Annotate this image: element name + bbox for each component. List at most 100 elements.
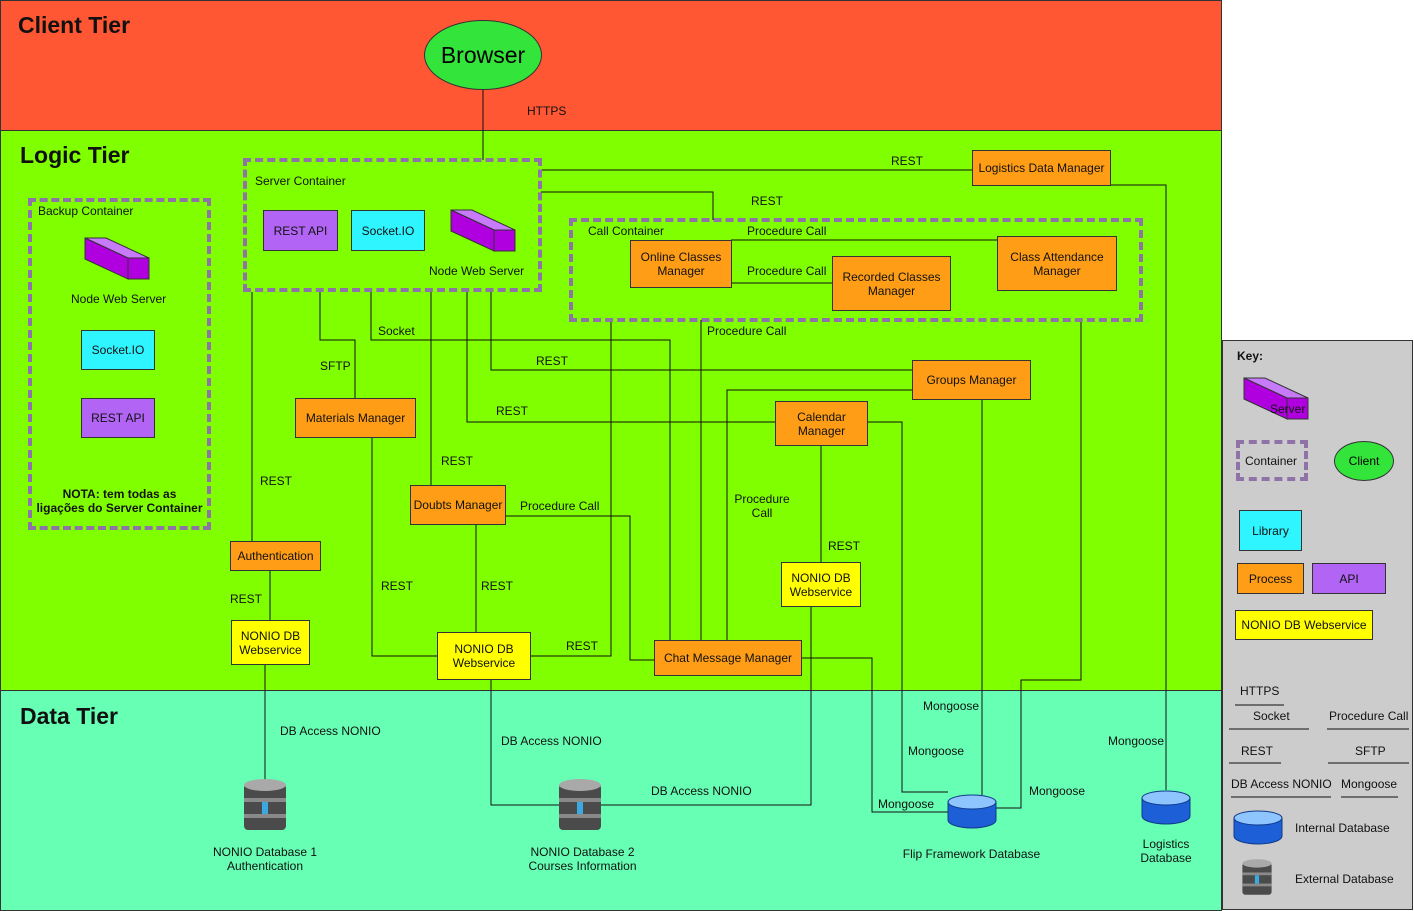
online-classes-line1: Online Classes — [640, 250, 722, 264]
key-mongoose: Mongoose — [1341, 777, 1398, 791]
calendar-manager: Calendar Manager — [775, 401, 868, 446]
backup-rest-api-box: REST API — [81, 398, 155, 438]
recorded-classes-line1: Recorded Classes — [842, 269, 941, 284]
chat-message-manager: Chat Message Manager — [654, 640, 802, 676]
node-web-server-label: Node Web Server — [429, 264, 525, 278]
recorded-classes-manager: Recorded Classes Manager — [832, 256, 951, 311]
procedure-label: Procedure — [734, 492, 790, 506]
flip-db-label: Flip Framework Database — [902, 847, 1041, 861]
nonio-ws2-line2: Webservice — [452, 656, 516, 670]
authentication: Authentication — [230, 541, 321, 571]
rest-label-groups: REST — [536, 354, 569, 368]
browser-client: Browser — [424, 20, 542, 90]
client-tier-title: Client Tier — [18, 12, 131, 38]
logic-tier-title: Logic Tier — [20, 142, 130, 168]
logistics-db-line1: Logistics — [1142, 837, 1190, 851]
rest-label-calendar: REST — [496, 404, 529, 418]
key-db-access: DB Access NONIO — [1231, 777, 1332, 791]
rest-label-auth: REST — [260, 474, 293, 488]
backup-socket-io-box: Socket.IO — [81, 330, 155, 370]
key-socket: Socket — [1253, 709, 1290, 723]
online-classes-line2: Manager — [657, 264, 705, 278]
key-webservice: NONIO DB Webservice — [1235, 610, 1373, 640]
rest-label-auth-ws: REST — [230, 592, 263, 606]
https-label: HTTPS — [527, 104, 567, 118]
nonio-webservice-2: NONIO DB Webservice — [437, 632, 531, 680]
mongoose-label-1: Mongoose — [923, 699, 980, 713]
rest-label-ws2: REST — [566, 639, 599, 653]
key-container-sample — [1236, 440, 1308, 481]
nonio-db2-line2: Courses Information — [528, 859, 637, 873]
server-container — [243, 158, 542, 292]
rest-label-logistics: REST — [891, 154, 924, 168]
key-procedure-call: Procedure Call — [1329, 709, 1409, 723]
data-tier-title: Data Tier — [20, 703, 119, 729]
calendar-line1: Calendar — [797, 409, 846, 424]
external-database-icon-1 — [244, 779, 286, 830]
calendar-line2: Manager — [797, 423, 846, 438]
mongoose-label-4: Mongoose — [1029, 784, 1086, 798]
key-library: Library — [1239, 510, 1302, 551]
procedure-call-label-3: Procedure Call — [707, 324, 787, 338]
mongoose-label-2: Mongoose — [908, 744, 965, 758]
key-title: Key: — [1237, 349, 1264, 363]
recorded-classes-line2: Manager — [867, 283, 916, 298]
rest-label-nonio3: REST — [828, 539, 861, 553]
socket-io-box: Socket.IO — [351, 210, 425, 251]
db-access-label-2: DB Access NONIO — [501, 734, 602, 748]
logistics-data-manager: Logistics Data Manager — [972, 150, 1111, 186]
mongoose-label-3: Mongoose — [878, 797, 935, 811]
internal-database-icon-flip — [947, 794, 997, 829]
key-sftp: SFTP — [1355, 744, 1386, 758]
logistics-db-line2: Database — [1140, 851, 1192, 865]
nonio-ws3-line2: Webservice — [789, 584, 853, 599]
call-container — [569, 218, 1143, 322]
backup-server-icon — [84, 237, 150, 280]
online-classes-manager: Online Classes Manager — [630, 240, 732, 288]
groups-manager: Groups Manager — [912, 360, 1031, 400]
key-server-icon — [1243, 377, 1309, 420]
mongoose-label-5: Mongoose — [1108, 734, 1165, 748]
materials-manager: Materials Manager — [295, 398, 416, 438]
key-internal-db-label: Internal Database — [1295, 821, 1390, 835]
nonio-ws1-line1: NONIO DB — [240, 628, 301, 643]
call-container-label: Call Container — [588, 224, 665, 238]
nonio-ws1-line2: Webservice — [239, 642, 302, 657]
class-attendance-line1: Class Attendance — [1010, 249, 1104, 264]
rest-label-doubts: REST — [441, 454, 474, 468]
nonio-webservice-1: NONIO DB Webservice — [231, 620, 310, 665]
backup-note-line1: NOTA: tem todas as — [62, 487, 177, 501]
external-database-icon-2 — [559, 779, 601, 830]
key-api: API — [1312, 563, 1386, 594]
key-container-label: Container — [1245, 454, 1298, 468]
call-label: Call — [751, 506, 773, 520]
key-server-label: Server — [1270, 402, 1306, 416]
key-client-sample: Client — [1334, 441, 1394, 481]
key-external-db-icon — [1242, 859, 1272, 895]
backup-container-label: Backup Container — [38, 204, 134, 218]
nonio-db1-line2: Authentication — [226, 859, 304, 873]
internal-database-icon-logistics — [1141, 790, 1191, 825]
server-container-label: Server Container — [255, 174, 346, 188]
sftp-label: SFTP — [320, 359, 351, 373]
socket-label: Socket — [378, 324, 415, 338]
db-access-label-1: DB Access NONIO — [280, 724, 381, 738]
key-rest: REST — [1241, 744, 1274, 758]
key-process: Process — [1237, 563, 1304, 594]
backup-container — [28, 198, 211, 530]
key-internal-db-icon — [1233, 810, 1283, 845]
procedure-call-label-1: Procedure Call — [747, 224, 827, 238]
nonio-db2-line1: NONIO Database 2 — [530, 845, 635, 859]
class-attendance-manager: Class Attendance Manager — [997, 236, 1117, 291]
class-attendance-line2: Manager — [1033, 263, 1081, 278]
rest-label-call: REST — [751, 194, 784, 208]
rest-label-doubts-ws: REST — [481, 579, 514, 593]
nonio-ws3-line1: NONIO DB — [791, 570, 851, 585]
server-icon — [450, 209, 516, 252]
procedure-call-label-4: Procedure Call — [520, 499, 600, 513]
rest-label-materials-ws: REST — [381, 579, 414, 593]
nonio-ws2-line1: NONIO DB — [454, 642, 514, 656]
rest-api-box: REST API — [263, 210, 338, 251]
